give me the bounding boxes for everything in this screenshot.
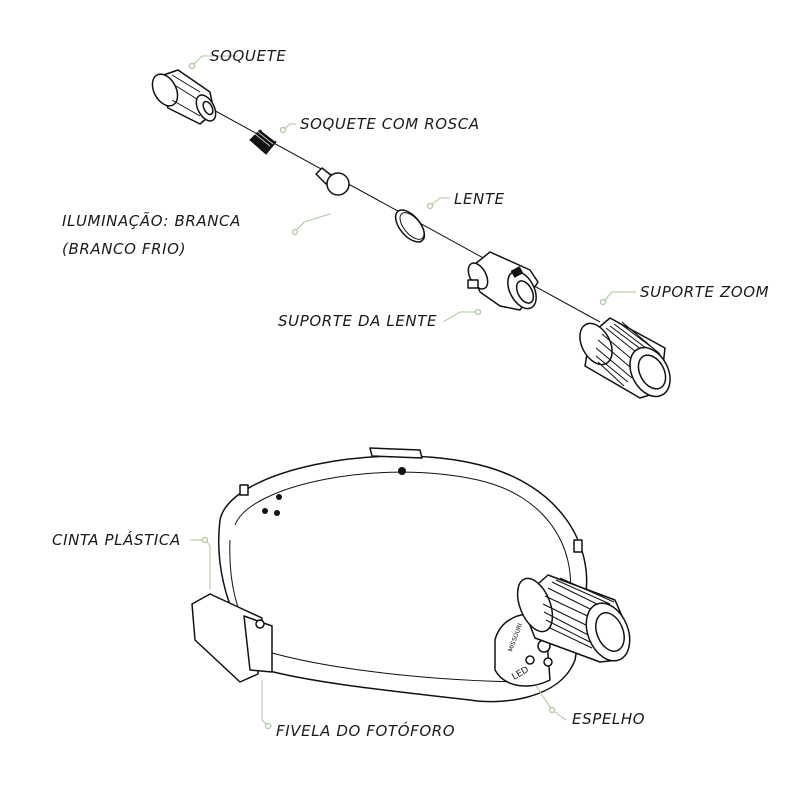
label-fivela-do-fotoforo: FIVELA DO FOTÓFORO: [276, 722, 456, 740]
exploded-view: [151, 69, 671, 399]
lens-holder-part: [467, 251, 539, 311]
label-soquete-com-rosca: SOQUETE COM ROSCA: [300, 115, 480, 133]
headlamp-buckle: [191, 593, 273, 683]
leader-lines: [188, 55, 636, 730]
label-espelho: ESPELHO: [572, 710, 646, 728]
label-cinta-plastica: CINTA PLÁSTICA: [52, 531, 181, 549]
label-soquete: SOQUETE: [210, 47, 287, 65]
label-iluminacao-line2: (BRANCO FRIO): [62, 240, 187, 258]
lens-part: [394, 209, 426, 243]
zoom-holder-part: [579, 317, 671, 399]
label-suporte-da-lente: SUPORTE DA LENTE: [278, 312, 438, 330]
socket-part: [151, 69, 217, 125]
label-iluminacao-line1: ILUMINAÇÃO: BRANCA: [62, 212, 241, 230]
label-suporte-zoom: SUPORTE ZOOM: [640, 283, 770, 301]
bulb-part: [315, 167, 350, 196]
lamp-head: [516, 574, 631, 663]
threaded-socket-part: [249, 129, 277, 155]
label-lente: LENTE: [454, 190, 505, 208]
headlamp-assembled: [191, 447, 631, 703]
